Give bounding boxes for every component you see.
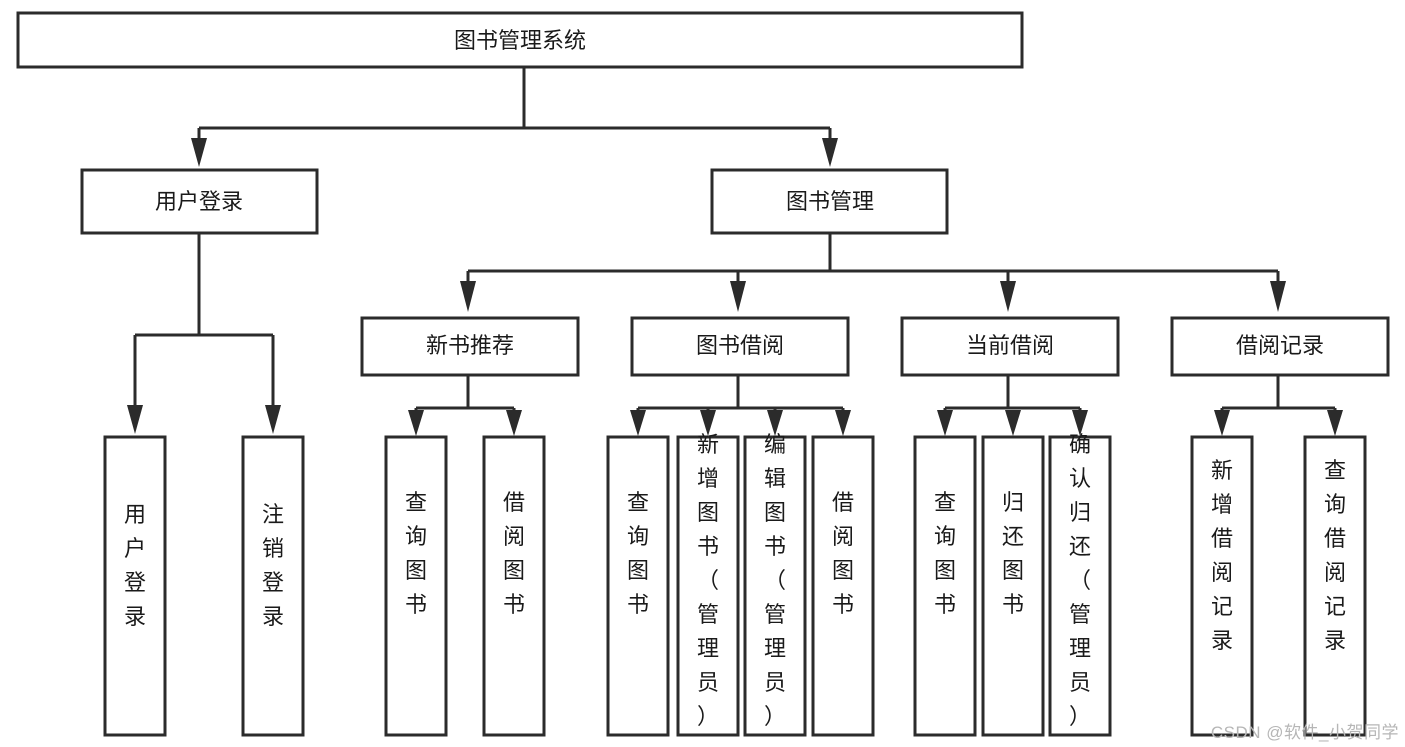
leaf-newbook-query[interactable]: 查询图书: [384, 435, 448, 737]
leaf-bookborrow-query[interactable]: 查询图书: [606, 435, 670, 737]
leaf-currentborrow-query[interactable]: 查询图书: [913, 435, 977, 737]
arrow-currentborrow-leaf1: [937, 410, 953, 436]
arrow-newbook-leaf1: [408, 410, 424, 436]
leaf-borrowrecord-add-label: 新增借阅记录: [1211, 458, 1233, 653]
leaf-borrowrecord-query[interactable]: 查询借阅记录: [1303, 435, 1367, 737]
node-root-system-label: 图书管理系统: [454, 28, 586, 53]
arrow-bookborrow-leaf1: [630, 410, 646, 436]
leaf-bookborrow-add-label: 新增图书（管理员）: [697, 432, 719, 729]
arrow-bookmanage-to-record: [1270, 281, 1286, 312]
node-user-login-box[interactable]: [80, 168, 319, 235]
arrow-userlogin-leaf2: [265, 405, 281, 434]
node-borrow-record-label: 借阅记录: [1236, 333, 1324, 358]
node-book-manage-box[interactable]: [710, 168, 949, 235]
connector-group-newbook: [408, 375, 522, 436]
leaf-bookborrow-add-box[interactable]: [676, 435, 740, 737]
leaf-currentborrow-return-box[interactable]: [981, 435, 1045, 737]
arrow-borrowrecord-leaf1: [1214, 410, 1230, 436]
connector-group-borrowrecord: [1214, 375, 1343, 436]
leaf-user-login-logout-box[interactable]: [241, 435, 305, 737]
leaf-bookborrow-borrow-label: 借阅图书: [832, 490, 854, 617]
node-book-borrow[interactable]: 图书借阅: [630, 316, 850, 377]
leaf-borrowrecord-query-box[interactable]: [1303, 435, 1367, 737]
node-root-system[interactable]: 图书管理系统: [16, 11, 1024, 69]
leaf-newbook-borrow-label: 借阅图书: [503, 490, 525, 617]
node-new-book-recommend-label: 新书推荐: [426, 333, 514, 358]
node-current-borrow-label: 当前借阅: [966, 333, 1054, 358]
arrow-bookmanage-to-current: [1000, 281, 1016, 312]
leaf-bookborrow-edit[interactable]: 编辑图书（管理员）: [743, 432, 807, 737]
node-borrow-record-box[interactable]: [1170, 316, 1390, 377]
arrow-currentborrow-leaf2: [1005, 410, 1021, 436]
leaf-borrowrecord-query-label: 查询借阅记录: [1324, 458, 1346, 653]
node-current-borrow-box[interactable]: [900, 316, 1120, 377]
leaf-bookborrow-borrow[interactable]: 借阅图书: [811, 435, 875, 737]
leaf-bookborrow-query-label: 查询图书: [627, 490, 649, 617]
leaf-currentborrow-return-label: 归还图书: [1002, 490, 1024, 617]
node-book-manage[interactable]: 图书管理: [710, 168, 949, 235]
leaf-borrowrecord-add[interactable]: 新增借阅记录: [1190, 435, 1254, 737]
leaf-newbook-query-label: 查询图书: [405, 490, 427, 617]
connector-group-bookborrow: [630, 375, 851, 436]
leaf-currentborrow-confirm-label: 确认归还（管理员）: [1069, 432, 1091, 729]
leaf-newbook-borrow-box[interactable]: [482, 435, 546, 737]
leaf-user-login-logout-label: 注销登录: [262, 502, 284, 629]
node-user-login-label: 用户登录: [155, 189, 243, 214]
arrow-userlogin-leaf1: [127, 405, 143, 434]
leaf-currentborrow-query-box[interactable]: [913, 435, 977, 737]
leaf-bookborrow-borrow-box[interactable]: [811, 435, 875, 737]
arrow-currentborrow-leaf3: [1072, 410, 1088, 436]
leaf-user-login-logout[interactable]: 注销登录: [241, 435, 305, 737]
connector-group-user-login: [127, 233, 281, 434]
arrow-bookmanage-to-newbook: [460, 281, 476, 312]
node-new-book-recommend[interactable]: 新书推荐: [360, 316, 580, 377]
leaf-currentborrow-return[interactable]: 归还图书: [981, 435, 1045, 737]
arrow-borrowrecord-leaf2: [1327, 410, 1343, 436]
connector-group-book-manage: [460, 233, 1286, 312]
leaf-bookborrow-edit-label: 编辑图书（管理员）: [764, 432, 786, 729]
leaf-newbook-borrow[interactable]: 借阅图书: [482, 435, 546, 737]
leaf-user-login-login-label: 用户登录: [124, 502, 146, 629]
leaf-newbook-query-box[interactable]: [384, 435, 448, 737]
leaf-user-login-login-box[interactable]: [103, 435, 167, 737]
arrow-root-to-book-manage: [822, 138, 838, 167]
arrow-bookborrow-leaf4: [835, 410, 851, 436]
arrow-root-to-user-login: [191, 138, 207, 167]
leaf-bookborrow-add[interactable]: 新增图书（管理员）: [676, 432, 740, 737]
node-current-borrow[interactable]: 当前借阅: [900, 316, 1120, 377]
node-user-login[interactable]: 用户登录: [80, 168, 319, 235]
connector-group-currentborrow: [937, 375, 1088, 436]
leaf-currentborrow-confirm-box[interactable]: [1048, 435, 1112, 737]
node-borrow-record[interactable]: 借阅记录: [1170, 316, 1390, 377]
leaf-currentborrow-confirm[interactable]: 确认归还（管理员）: [1048, 432, 1112, 737]
node-book-borrow-box[interactable]: [630, 316, 850, 377]
arrow-bookborrow-leaf3: [767, 410, 783, 436]
node-root-system-box[interactable]: [16, 11, 1024, 69]
arrow-bookmanage-to-borrow: [730, 281, 746, 312]
node-new-book-recommend-box[interactable]: [360, 316, 580, 377]
leaf-borrowrecord-add-box[interactable]: [1190, 435, 1254, 737]
arrow-bookborrow-leaf2: [700, 410, 716, 436]
leaf-user-login-login[interactable]: 用户登录: [103, 435, 167, 737]
connector-group-root: [191, 67, 838, 167]
leaf-bookborrow-query-box[interactable]: [606, 435, 670, 737]
leaf-bookborrow-edit-box[interactable]: [743, 435, 807, 737]
arrow-newbook-leaf2: [506, 410, 522, 436]
leaf-currentborrow-query-label: 查询图书: [934, 490, 956, 617]
node-book-manage-label: 图书管理: [786, 189, 874, 214]
node-book-borrow-label: 图书借阅: [696, 333, 784, 358]
